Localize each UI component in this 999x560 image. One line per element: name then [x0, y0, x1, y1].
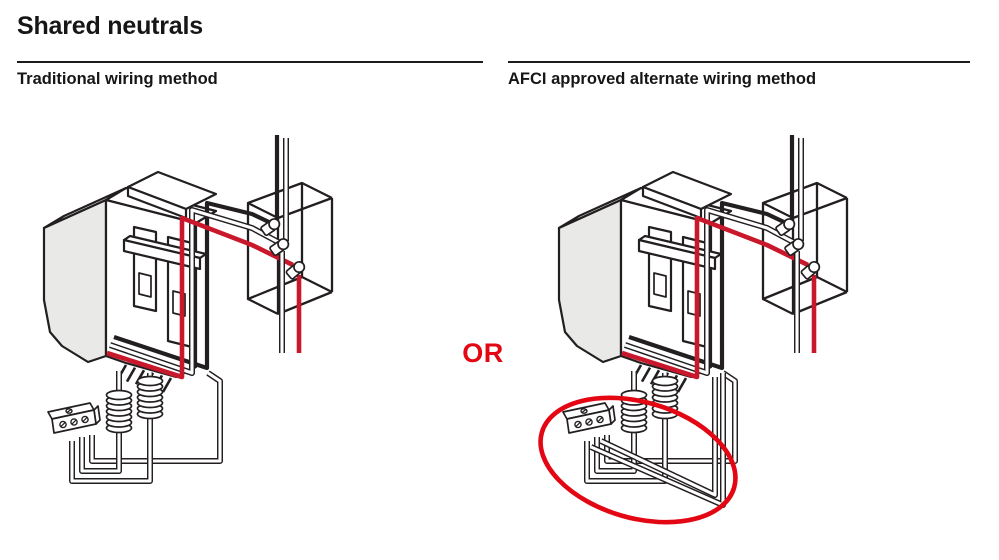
- afci-alternate-wiring-diagram: [538, 115, 875, 525]
- right-column-divider: [508, 61, 970, 63]
- or-separator-label: OR: [462, 338, 504, 368]
- left-column-subtitle: Traditional wiring method: [17, 70, 218, 88]
- traditional-wiring-diagram: [18, 115, 360, 560]
- right-column-subtitle: AFCI approved alternate wiring method: [508, 70, 817, 88]
- left-column-divider: [17, 61, 483, 63]
- page-title: Shared neutrals: [17, 12, 203, 40]
- highlight-ellipse: [538, 395, 738, 525]
